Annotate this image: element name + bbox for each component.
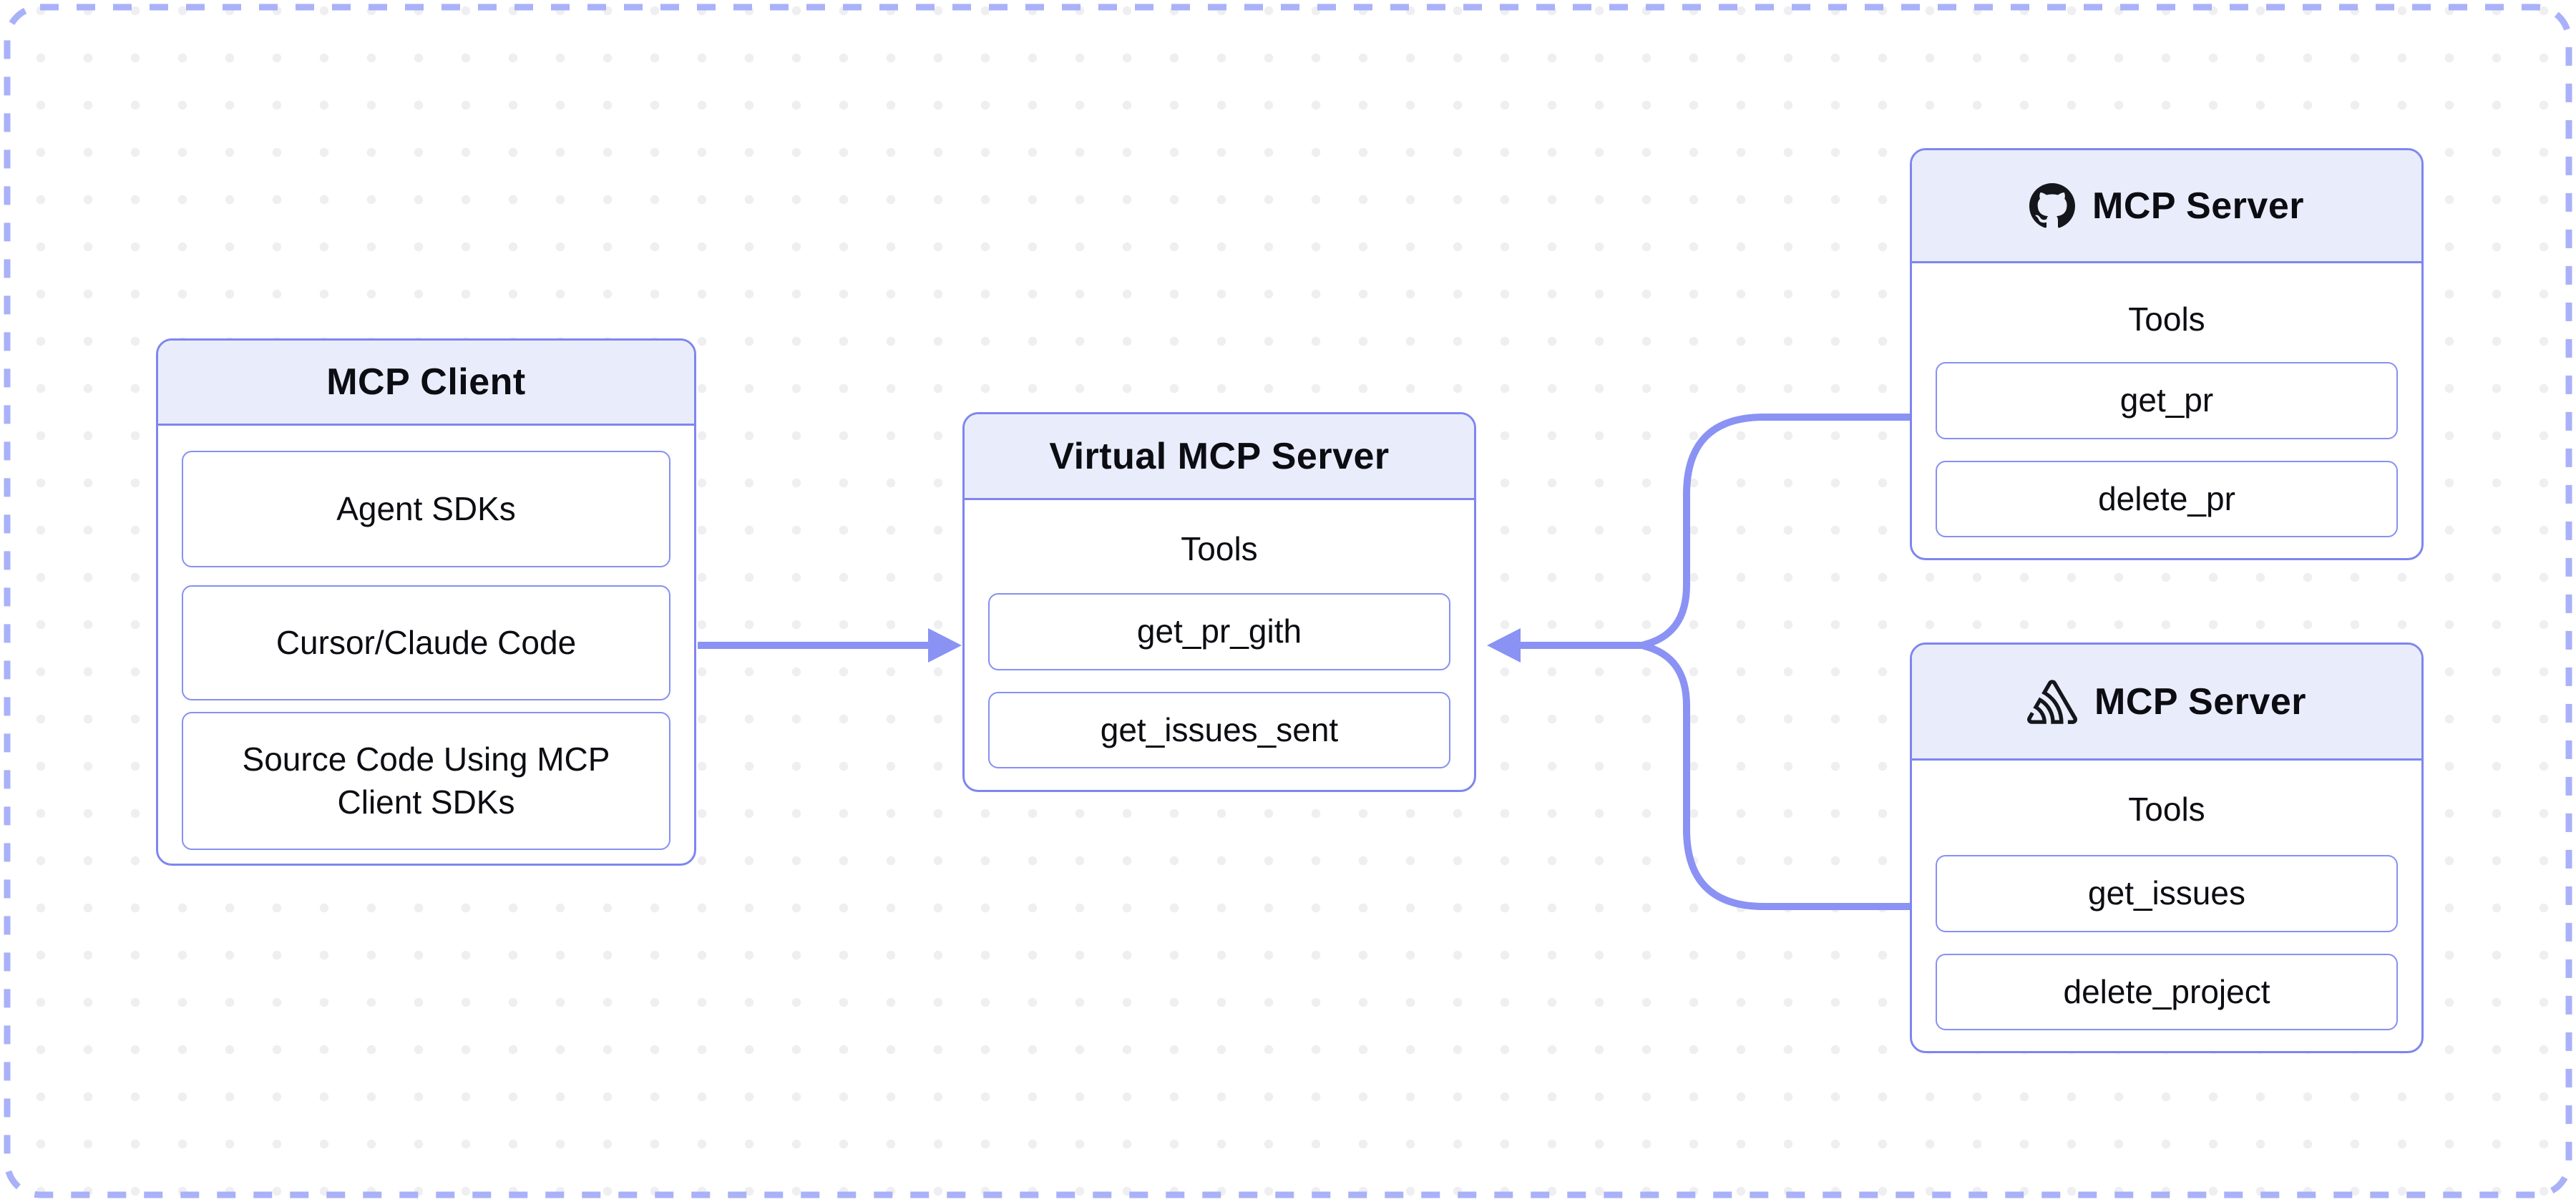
sentry-mcp-server-title: MCP Server: [2094, 680, 2306, 723]
tool-get-pr-gith: get_pr_gith: [988, 593, 1450, 670]
branch-github-line: [1641, 414, 1915, 648]
virtual-tools-label: Tools: [1181, 530, 1258, 567]
branch-sentry-line: [1641, 642, 1915, 910]
github-icon: [2029, 182, 2075, 228]
mcp-client-title: MCP Client: [326, 361, 526, 403]
tool-label: delete_pr: [2098, 479, 2235, 517]
client-item-source-code-sdks: Source Code Using MCP Client SDKs: [182, 712, 670, 850]
mcp-client-header: MCP Client: [158, 341, 694, 426]
sentry-mcp-server-node: MCP Server Tools get_issues delete_proje…: [1910, 642, 2424, 1053]
tool-label: get_issues: [2088, 874, 2245, 912]
sentry-tools-label: Tools: [2128, 791, 2205, 828]
client-item-cursor-claude-code: Cursor/Claude Code: [182, 585, 670, 700]
github-mcp-server-title: MCP Server: [2092, 185, 2304, 227]
github-mcp-server-header: MCP Server: [1912, 150, 2421, 263]
sentry-icon: [2027, 679, 2077, 724]
github-mcp-server-node: MCP Server Tools get_pr delete_pr: [1910, 148, 2424, 560]
github-tools-label: Tools: [2128, 300, 2205, 338]
virtual-mcp-server-node: Virtual MCP Server Tools get_pr_gith get…: [962, 412, 1476, 792]
client-item-label: Cursor/Claude Code: [275, 623, 577, 661]
arrow-client-to-virtual: [698, 628, 962, 663]
tool-get-issues-sent: get_issues_sent: [988, 692, 1450, 768]
client-item-label: Agent SDKs: [336, 489, 516, 527]
client-item-label: Source Code Using MCP Client SDKs: [242, 740, 610, 821]
tool-delete-pr: delete_pr: [1936, 461, 2398, 537]
sentry-mcp-server-header: MCP Server: [1912, 645, 2421, 761]
tool-label: get_pr: [2119, 381, 2214, 419]
tool-label: get_pr_gith: [1136, 612, 1302, 650]
tool-label: get_issues_sent: [1100, 710, 1339, 748]
tool-label: delete_project: [2063, 972, 2270, 1010]
virtual-mcp-server-header: Virtual MCP Server: [965, 414, 1474, 500]
tool-get-issues: get_issues: [1936, 855, 2398, 932]
branch-servers-merge: [1487, 414, 1915, 910]
dashed-frame: [4, 4, 2572, 1198]
tool-delete-project: delete_project: [1936, 954, 2398, 1030]
mcp-client-node: MCP Client Agent SDKs Cursor/Claude Code…: [156, 338, 696, 866]
client-item-agent-sdks: Agent SDKs: [182, 451, 670, 567]
virtual-mcp-server-title: Virtual MCP Server: [1049, 435, 1390, 477]
tool-get-pr: get_pr: [1936, 362, 2398, 439]
